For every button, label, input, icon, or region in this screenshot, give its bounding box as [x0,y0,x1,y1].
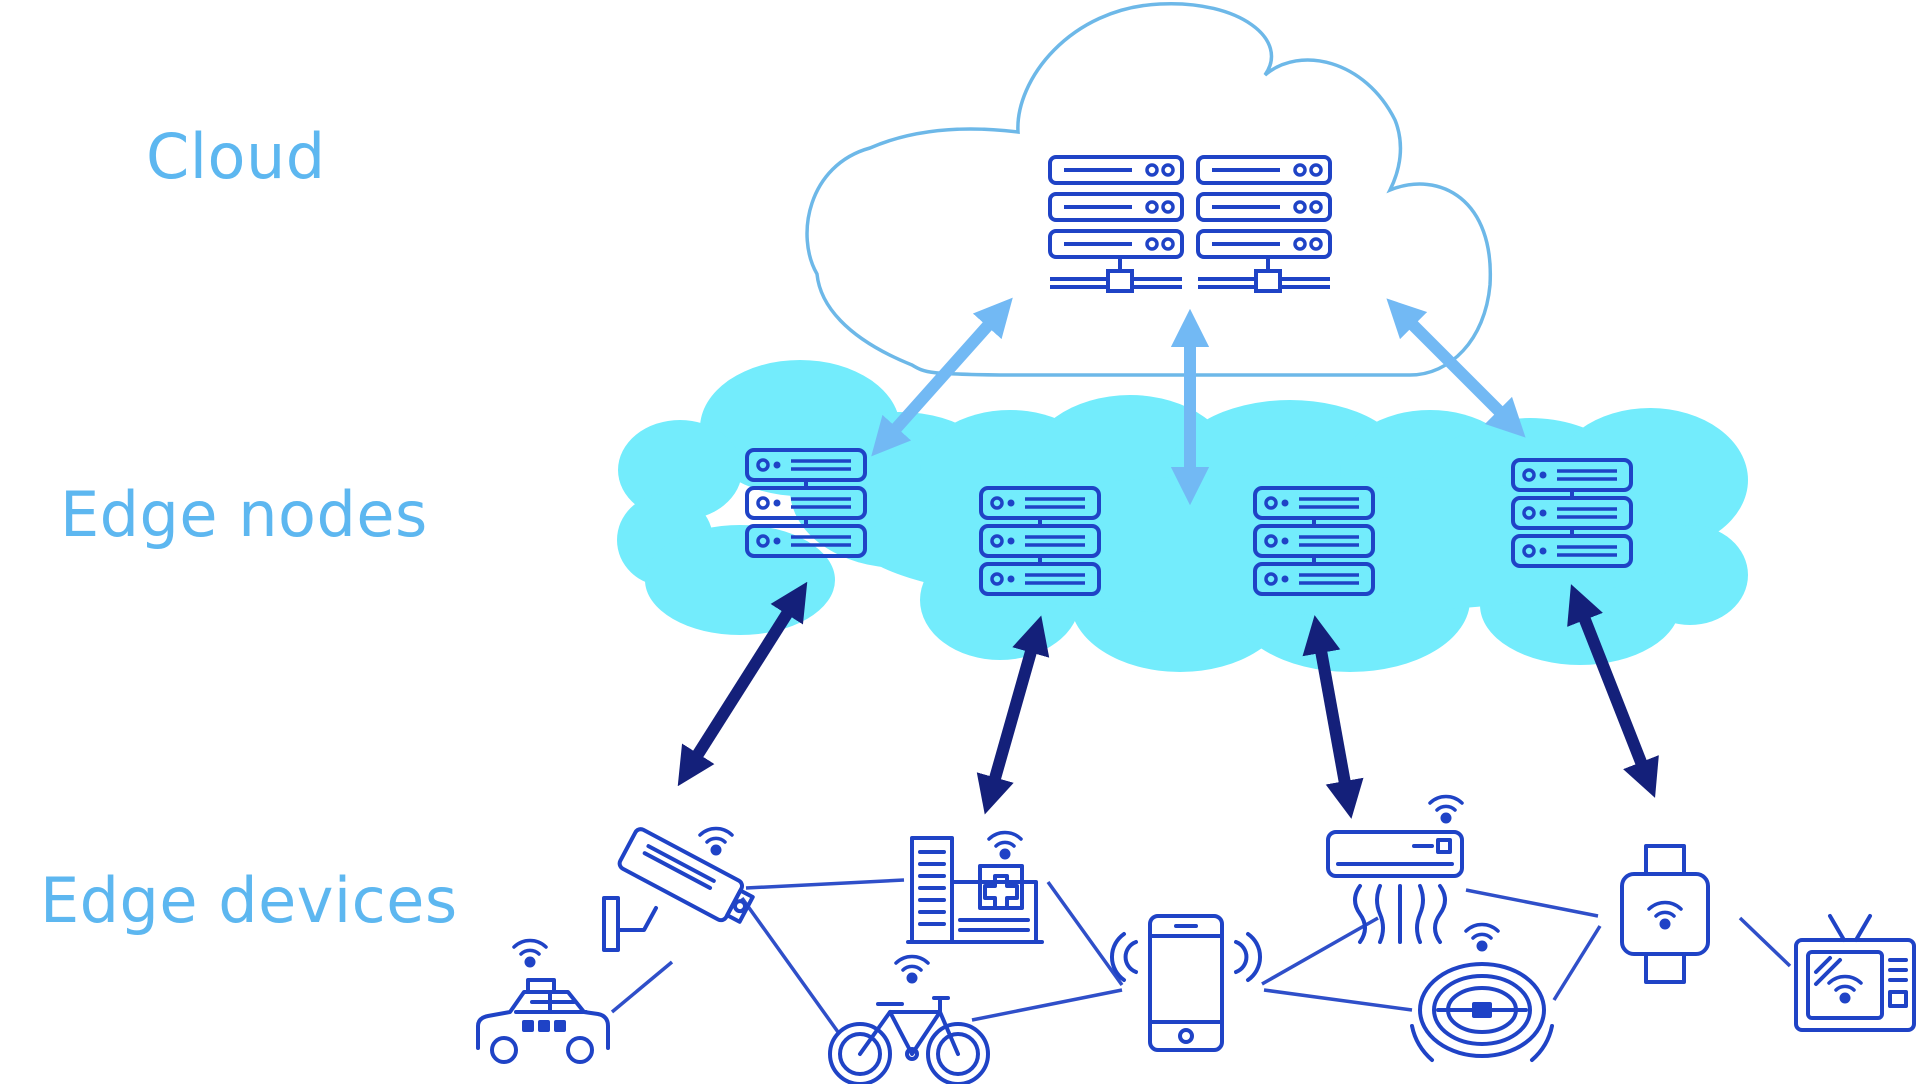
cloud-layer-label: Cloud [146,120,326,193]
taxi-icon [476,938,610,1064]
node-device-arrow-4 [1567,584,1659,798]
smart-tv-icon [1794,914,1916,1032]
device-network-links [610,878,1792,1034]
smartphone-icon [1110,914,1262,1052]
cloud-edge-arrow-left [871,297,1013,457]
edge-devices-layer-label: Edge devices [40,864,458,937]
cloud-edge-arrow-right [1386,298,1526,438]
robot-vacuum-icon [1410,922,1554,1062]
node-device-arrow-1 [677,581,808,787]
security-camera-icon [602,826,755,952]
smartwatch-icon [1620,844,1710,984]
node-device-arrow-3 [1302,615,1364,819]
hospital-building-icon [906,830,1044,944]
node-device-arrow-2 [976,615,1050,815]
air-conditioner-icon [1326,794,1464,944]
edge-nodes-layer-label: Edge nodes [60,478,428,551]
cloud-shape [805,2,1492,377]
bicycle-icon [828,954,990,1084]
